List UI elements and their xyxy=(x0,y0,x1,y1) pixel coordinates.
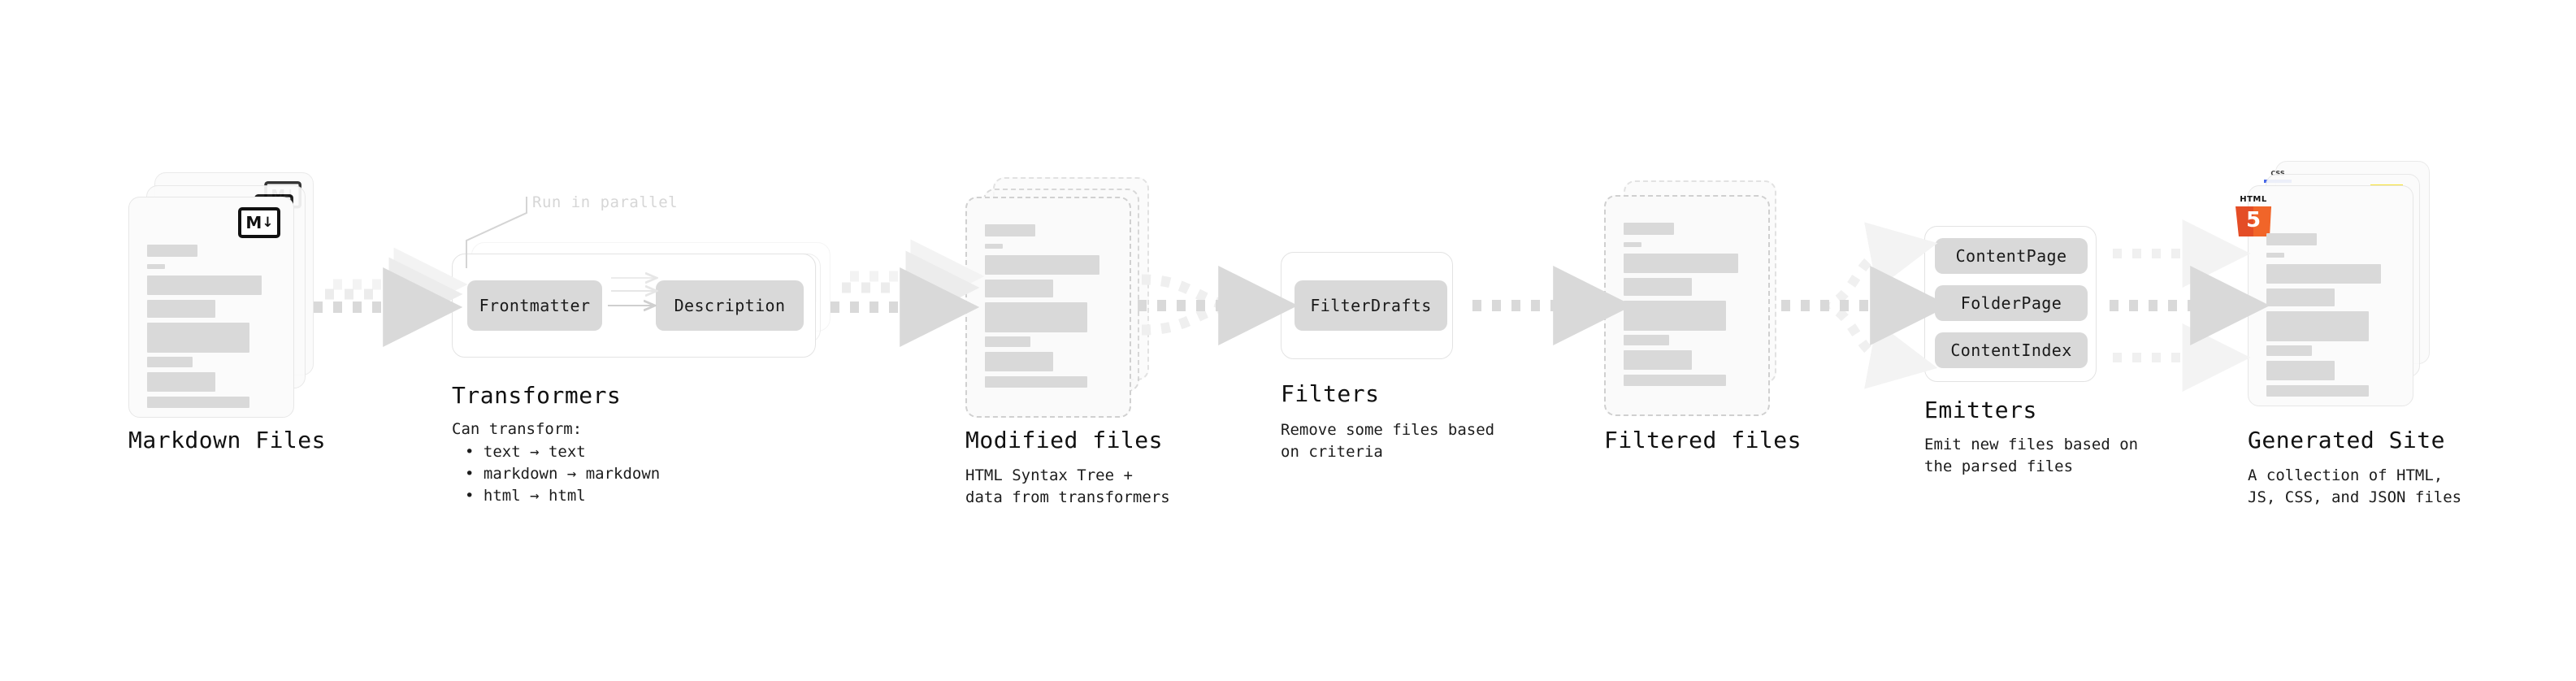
doc-line xyxy=(2266,385,2369,397)
html5-badge: HTML 5 xyxy=(2236,195,2271,236)
run-in-parallel-note: Run in parallel xyxy=(532,193,679,211)
doc-line xyxy=(147,397,249,408)
stage-title-filtered-files: Filtered files xyxy=(1604,427,1802,453)
generated-site-subtitle: A collection of HTML, JS, CSS, and JSON … xyxy=(2248,466,2462,506)
arrow-filtered-to-emitters xyxy=(1781,222,1950,389)
doc-line xyxy=(1624,335,1669,345)
transformers-panel-front: Frontmatter Description xyxy=(452,254,816,358)
transformers-bullet-1: • text → text xyxy=(465,443,586,461)
doc-line xyxy=(2266,233,2317,245)
doc-line xyxy=(147,275,262,295)
arrow-emitters-to-site xyxy=(2110,219,2270,392)
doc-line xyxy=(985,336,1030,347)
stage-title-transformers: Transformers xyxy=(452,382,622,409)
transformer-pill-description[interactable]: Description xyxy=(656,280,804,331)
emitter-pill-folderpage[interactable]: FolderPage xyxy=(1935,285,2088,321)
doc-line xyxy=(1624,254,1738,273)
emitter-pill-contentpage[interactable]: ContentPage xyxy=(1935,238,2088,274)
doc-line xyxy=(985,224,1035,236)
doc-line xyxy=(147,323,249,353)
pill-label: Frontmatter xyxy=(479,296,591,315)
doc-line xyxy=(985,280,1053,297)
pill-label: Description xyxy=(674,296,786,315)
doc-line xyxy=(147,245,197,257)
transformers-subtitle: Can transform: xyxy=(452,420,583,438)
pill-label: ContentIndex xyxy=(1950,340,2072,360)
doc-line xyxy=(147,300,215,318)
pill-label: FolderPage xyxy=(1960,293,2062,313)
doc-line xyxy=(1624,223,1674,235)
doc-line xyxy=(147,357,193,367)
doc-line xyxy=(985,352,1053,371)
doc-line xyxy=(147,264,165,269)
site-card-front: HTML 5 xyxy=(2236,185,2413,406)
pill-label: FilterDrafts xyxy=(1310,296,1432,315)
transformer-pill-frontmatter[interactable]: Frontmatter xyxy=(467,280,602,331)
stage-title-filters: Filters xyxy=(1281,380,1380,407)
doc-line xyxy=(2266,311,2369,341)
modified-card-front xyxy=(965,197,1131,418)
doc-line xyxy=(147,372,215,392)
markdown-badge: M↓ xyxy=(238,207,280,238)
stage-title-modified-files: Modified files xyxy=(965,427,1164,453)
doc-line xyxy=(985,376,1087,388)
emitters-panel: ContentPage FolderPage ContentIndex xyxy=(1924,226,2097,382)
emitter-pill-contentindex[interactable]: ContentIndex xyxy=(1935,332,2088,368)
transformers-bullet-3: • html → html xyxy=(465,487,586,505)
stage-title-markdown-files: Markdown Files xyxy=(128,427,327,453)
doc-line xyxy=(1624,242,1641,247)
doc-line xyxy=(2266,361,2335,380)
doc-line xyxy=(2266,345,2312,356)
arrow-transformers-to-modified xyxy=(830,239,985,347)
doc-line xyxy=(2266,253,2284,258)
doc-line xyxy=(985,302,1087,332)
filter-pill-filterdrafts[interactable]: FilterDrafts xyxy=(1295,280,1447,331)
pill-label: ContentPage xyxy=(1955,246,2067,266)
doc-line xyxy=(985,255,1099,275)
doc-line xyxy=(2266,288,2335,306)
filters-panel: FilterDrafts xyxy=(1281,252,1453,359)
arrow-markdown-to-transformers xyxy=(314,247,468,347)
doc-line xyxy=(1624,278,1692,296)
doc-line xyxy=(1624,350,1692,370)
modified-files-subtitle: HTML Syntax Tree + data from transformer… xyxy=(965,466,1170,506)
filters-subtitle: Remove some files based on criteria xyxy=(1281,421,1495,461)
arrow-modified-to-filters xyxy=(1138,266,1299,345)
doc-line xyxy=(2266,264,2381,284)
filtered-card-front xyxy=(1604,195,1770,416)
markdown-card-front: M↓ xyxy=(128,197,294,418)
stage-title-generated-site: Generated Site xyxy=(2248,427,2446,453)
html5-shield-highlight xyxy=(2253,206,2271,236)
doc-line xyxy=(1624,301,1726,331)
stage-title-emitters: Emitters xyxy=(1924,397,2037,423)
emitters-subtitle: Emit new files based on the parsed files xyxy=(1924,436,2139,475)
doc-line xyxy=(1624,375,1726,386)
transformers-bullet-2: • markdown → markdown xyxy=(465,465,661,483)
doc-line xyxy=(985,244,1003,249)
